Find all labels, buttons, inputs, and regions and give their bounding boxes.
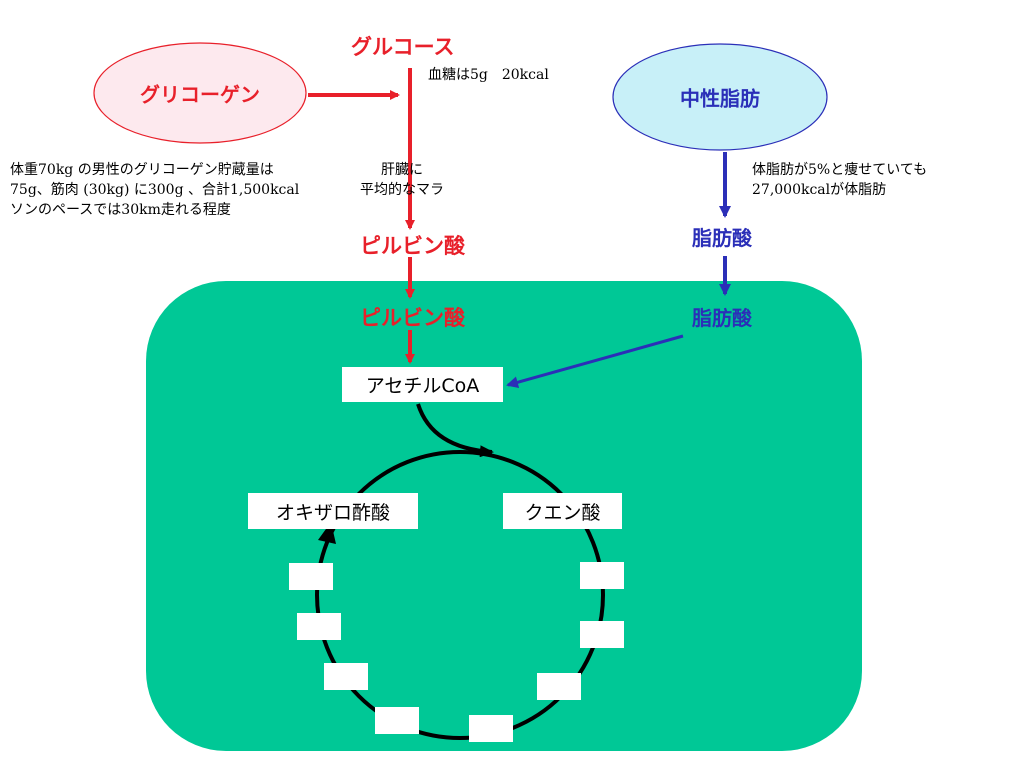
acetyl-coa-label: アセチルCoA: [365, 375, 480, 397]
glycogen-note-line: 体重70kg の男性のグリコーゲン貯蔵量は: [10, 162, 274, 178]
cycle-blank-box: [537, 673, 581, 700]
liver-note-line: 平均的なマラ: [360, 182, 444, 198]
glycogen-label: グリコーゲン: [140, 82, 260, 107]
cycle-blank-box: [289, 563, 333, 590]
citrate-label: クエン酸: [524, 501, 601, 524]
glycogen-note-line: 75g、筋肉 (30kg) に300g 、合計1,500kcal: [10, 182, 300, 198]
cycle-blank-box: [375, 707, 419, 734]
glycogen-storage-note: 体重70kg の男性のグリコーゲン貯蔵量は 75g、筋肉 (30kg) に300…: [10, 160, 299, 220]
cycle-blank-box: [580, 621, 624, 648]
body-fat-note: 体脂肪が5%と痩せていても 27,000kcalが体脂肪: [752, 160, 927, 200]
fat-note-line: 体脂肪が5%と痩せていても: [752, 162, 928, 178]
neutral-fat-label: 中性脂肪: [680, 86, 760, 111]
glycogen-node: グリコーゲン: [94, 43, 306, 143]
pyruvate-inner-label: ピルビン酸: [360, 306, 465, 330]
cycle-blank-box: [297, 613, 341, 640]
oxaloacetate-box: オキザロ酢酸: [248, 493, 418, 529]
fatty-acid-top-label: 脂肪酸: [692, 226, 752, 250]
cycle-blank-box: [580, 562, 624, 589]
oxaloacetate-label: オキザロ酢酸: [275, 501, 390, 524]
glycogen-ellipse: [93, 42, 307, 144]
blood-sugar-note: 血糖は5g 20kcal: [428, 67, 549, 83]
pyruvate-top-label: ピルビン酸: [360, 234, 465, 258]
glycogen-note-line: ソンのペースでは30km走れる程度: [10, 202, 231, 218]
liver-note: 肝臓に 平均的なマラ: [338, 160, 466, 200]
cycle-blank-box: [324, 663, 368, 690]
glucose-label: グルコース: [351, 35, 455, 59]
cycle-blank-box: [469, 715, 513, 742]
neutral-fat-ellipse: [612, 43, 828, 151]
citrate-box: クエン酸: [503, 493, 622, 529]
liver-note-line: 肝臓に: [381, 162, 423, 178]
tca-cycle-circle: [315, 450, 605, 740]
fat-note-line: 27,000kcalが体脂肪: [752, 182, 887, 198]
fattyacid-to-acetylcoa-arrow: [506, 334, 684, 389]
neutral-fat-node: 中性脂肪: [613, 44, 827, 150]
acetyl-coa-box: アセチルCoA: [342, 367, 503, 402]
fatty-acid-inner-label: 脂肪酸: [692, 306, 752, 330]
acetylcoa-entry-arrow: [416, 403, 494, 458]
